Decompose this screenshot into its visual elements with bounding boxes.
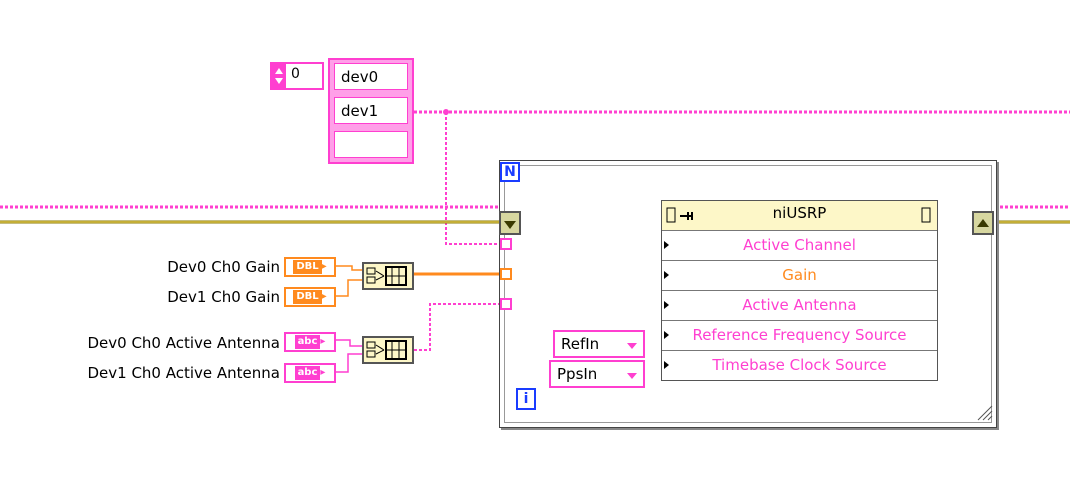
build-array-icon xyxy=(366,266,407,286)
ring-value: RefIn xyxy=(561,335,600,353)
build-array-antenna[interactable] xyxy=(362,336,414,364)
session-ref-icon xyxy=(666,207,693,223)
shift-register-right[interactable] xyxy=(972,211,994,235)
property-label: Timebase Clock Source xyxy=(712,356,887,374)
property-gain[interactable]: Gain xyxy=(662,261,937,291)
build-array-icon xyxy=(366,340,407,360)
tunnel-active-channel[interactable] xyxy=(500,238,512,250)
ring-value: PpsIn xyxy=(557,365,598,383)
device-array-item-0[interactable]: dev0 xyxy=(334,63,408,90)
property-label: Reference Frequency Source xyxy=(692,326,907,344)
ref-source-ring[interactable]: RefIn xyxy=(553,330,645,358)
loop-count-terminal[interactable]: N xyxy=(500,162,520,182)
chevron-down-icon xyxy=(627,373,637,379)
device-array-item-2[interactable] xyxy=(334,131,408,158)
build-array-gain[interactable] xyxy=(362,262,414,290)
property-label: Active Antenna xyxy=(742,296,857,314)
label-dev1-gain: Dev1 Ch0 Gain xyxy=(167,288,280,306)
label-dev1-antenna: Dev1 Ch0 Active Antenna xyxy=(87,364,280,382)
up-triangle-icon xyxy=(977,219,989,227)
iteration-terminal[interactable]: i xyxy=(516,388,536,410)
dev1-gain-terminal[interactable]: DBL▸ xyxy=(284,287,336,307)
loop-resize-corner-icon[interactable] xyxy=(976,404,994,422)
dev1-antenna-terminal[interactable]: abc▸ xyxy=(284,363,336,383)
property-node-title: niUSRP xyxy=(772,204,827,222)
increment-decrement-icon[interactable] xyxy=(272,64,286,88)
property-label: Active Channel xyxy=(743,236,856,254)
label-dev0-antenna: Dev0 Ch0 Active Antenna xyxy=(87,334,280,352)
chevron-down-icon xyxy=(627,343,637,349)
device-array-item-1[interactable]: dev1 xyxy=(334,97,408,124)
property-reference-frequency-source[interactable]: Reference Frequency Source xyxy=(662,321,937,351)
tunnel-gain[interactable] xyxy=(500,268,512,280)
down-triangle-icon xyxy=(504,221,516,229)
tunnel-active-antenna[interactable] xyxy=(500,298,512,310)
dev0-antenna-terminal[interactable]: abc▸ xyxy=(284,332,336,352)
dev0-gain-terminal[interactable]: DBL▸ xyxy=(284,257,336,277)
pps-source-ring[interactable]: PpsIn xyxy=(549,360,645,388)
index-value: 0 xyxy=(291,66,300,82)
for-loop-inner-frame xyxy=(504,165,992,423)
property-node-header xyxy=(662,201,937,231)
label-dev0-gain: Dev0 Ch0 Gain xyxy=(167,258,280,276)
shift-register-left[interactable] xyxy=(499,211,521,235)
property-active-antenna[interactable]: Active Antenna xyxy=(662,291,937,321)
property-active-channel[interactable]: Active Channel xyxy=(662,231,937,261)
property-label: Gain xyxy=(782,266,817,284)
property-timebase-clock-source[interactable]: Timebase Clock Source xyxy=(662,351,937,381)
session-out-icon xyxy=(921,207,931,223)
